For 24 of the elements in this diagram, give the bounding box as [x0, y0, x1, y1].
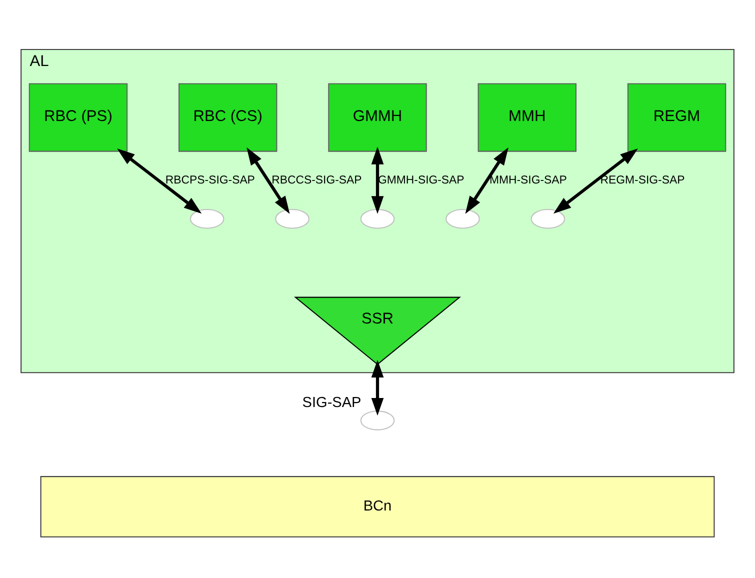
edge-label: RBCPS-SIG-SAP — [165, 174, 255, 186]
node-box: RBC (PS) — [28, 83, 128, 152]
node-box: RBC (CS) — [178, 83, 278, 152]
node-ellipse — [530, 208, 566, 229]
arrow — [246, 147, 290, 214]
node-label: SIG-SAP — [302, 395, 362, 412]
node-box: BCn — [40, 476, 715, 538]
edge-label: RBCCS-SIG-SAP — [272, 174, 362, 186]
node-box: REGM — [627, 83, 726, 152]
edge-label: GMMH-SIG-SAP — [378, 174, 464, 186]
arrow — [553, 148, 638, 214]
arrow — [465, 147, 508, 214]
node-ellipse — [360, 410, 395, 430]
edge-label: REGM-SIG-SAP — [600, 174, 685, 186]
node-ellipse — [446, 208, 480, 229]
node-box: GMMH — [328, 83, 427, 152]
node-ellipse — [190, 208, 224, 229]
arrow — [371, 146, 384, 214]
node-ellipse — [275, 208, 310, 229]
arrow — [117, 148, 202, 214]
arrow — [371, 360, 384, 416]
node-ellipse — [360, 208, 395, 229]
edge-label: MMH-SIG-SAP — [489, 174, 567, 186]
node-box: MMH — [478, 83, 576, 152]
